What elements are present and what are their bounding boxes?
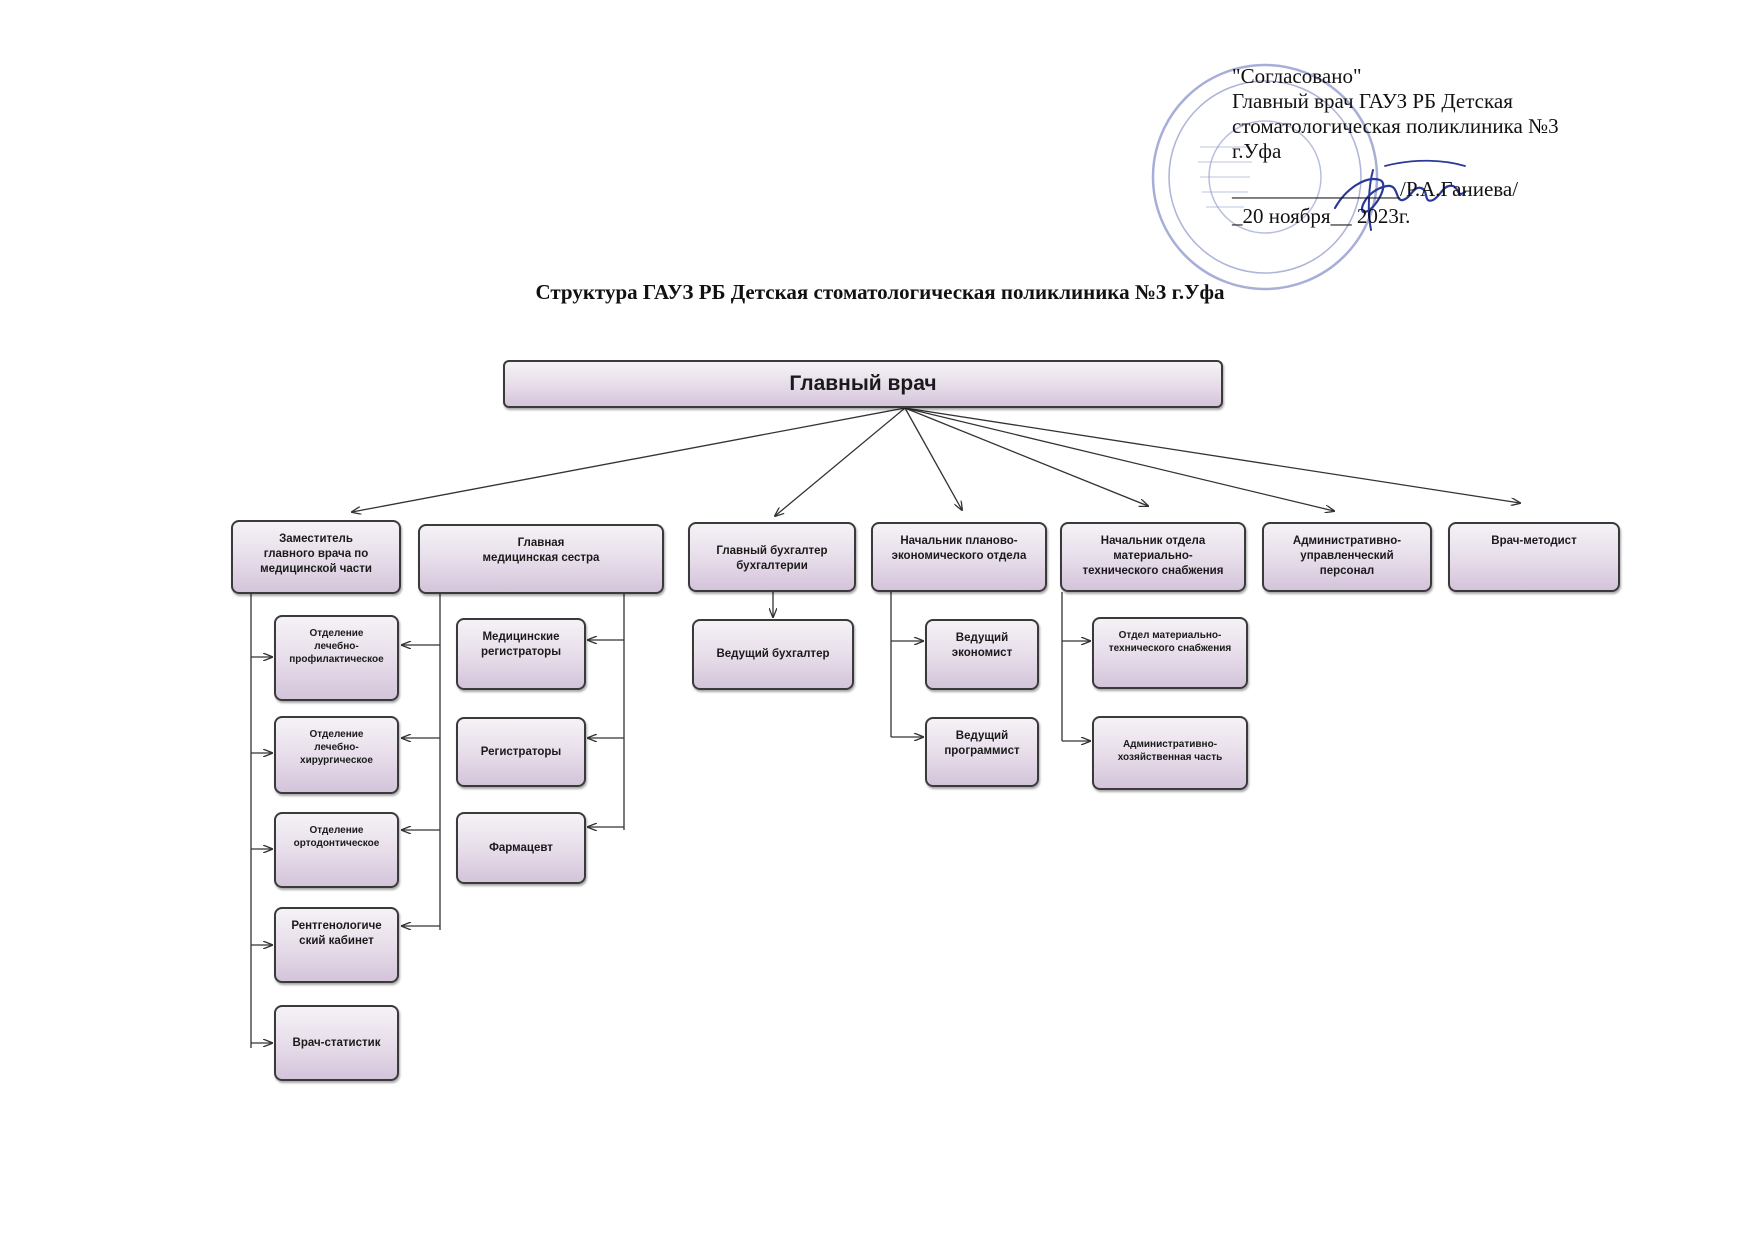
org-node-supply-head: Начальник отдела материально- техническо… bbox=[1060, 522, 1246, 592]
root-arrow bbox=[775, 407, 906, 516]
root-arrow bbox=[904, 407, 962, 510]
org-node-admin-staff: Административно- управленческий персонал bbox=[1262, 522, 1432, 592]
org-node-label: Ведущий экономист bbox=[951, 632, 1013, 659]
approval-line-2: стоматологическая поликлиника №3 bbox=[1232, 114, 1559, 138]
org-node-surgical-dept: Отделение лечебно- хирургическое bbox=[274, 716, 399, 794]
root-arrow bbox=[904, 407, 1334, 511]
org-node-label: Начальник отдела материально- техническо… bbox=[1082, 535, 1224, 577]
org-node-head-nurse: Главная медицинская сестра bbox=[418, 524, 664, 594]
org-node-label: Административно- хозяйственная часть bbox=[1117, 739, 1223, 763]
approval-signature-line: ________________/Р.А.Ганиева/ bbox=[1232, 177, 1519, 201]
org-node-label: Ведущий бухгалтер bbox=[716, 648, 830, 660]
org-node-prophylactic-dept: Отделение лечебно- профилактическое bbox=[274, 615, 399, 701]
org-node-deputy-chief: Заместитель главного врача по медицинско… bbox=[231, 520, 401, 594]
org-node-label: Рентгенологиче ский кабинет bbox=[291, 920, 382, 947]
org-node-xray-room: Рентгенологиче ский кабинет bbox=[274, 907, 399, 983]
org-node-label: Ведущий программист bbox=[944, 730, 1020, 757]
org-node-planning-head: Начальник планово- экономического отдела bbox=[871, 522, 1047, 592]
document-title: Структура ГАУЗ РБ Детская стоматологичес… bbox=[535, 280, 1225, 304]
approval-date-line: _20 ноября__ 2023г. bbox=[1232, 204, 1411, 228]
org-node-label: Главная медицинская сестра bbox=[482, 537, 600, 564]
org-node-label: Фармацевт bbox=[489, 841, 553, 854]
official-stamp bbox=[1151, 63, 1379, 291]
root-arrow bbox=[352, 407, 906, 512]
org-node-root-label: Главный врач bbox=[789, 372, 937, 395]
org-node-admin-household: Административно- хозяйственная часть bbox=[1092, 716, 1248, 790]
org-node-label: Отделение лечебно- хирургическое bbox=[300, 729, 373, 766]
org-node-label: Отделение лечебно- профилактическое bbox=[289, 628, 384, 665]
approval-line-1: Главный врач ГАУЗ РБ Детская bbox=[1232, 89, 1513, 113]
approval-line-3: г.Уфа bbox=[1232, 139, 1282, 163]
org-node-label: Отдел материально- технического снабжени… bbox=[1108, 630, 1232, 654]
root-arrow bbox=[904, 407, 1520, 503]
org-node-label: Начальник планово- экономического отдела bbox=[891, 535, 1027, 562]
org-node-methodist: Врач-методист bbox=[1448, 522, 1620, 592]
org-node-chief-accountant: Главный бухгалтер бухгалтерии bbox=[688, 522, 856, 592]
org-node-pharmacist: Фармацевт bbox=[456, 812, 586, 884]
org-node-label: Медицинские регистраторы bbox=[480, 631, 562, 658]
org-node-label: Главный бухгалтер бухгалтерии bbox=[716, 545, 828, 572]
org-node-lead-economist: Ведущий экономист bbox=[925, 619, 1039, 690]
org-node-orthodontic-dept: Отделение ортодонтическое bbox=[274, 812, 399, 888]
org-node-label: Регистраторы bbox=[480, 745, 562, 758]
org-node-lead-programmer: Ведущий программист bbox=[925, 717, 1039, 787]
org-node-label: Врач-статистик bbox=[292, 1036, 381, 1049]
approval-heading: "Согласовано" bbox=[1232, 64, 1362, 88]
org-node-label: Отделение ортодонтическое bbox=[293, 825, 380, 849]
org-node-registrars: Регистраторы bbox=[456, 717, 586, 787]
org-node-label: Заместитель главного врача по медицинско… bbox=[260, 533, 372, 575]
org-node-root: Главный врач bbox=[503, 360, 1223, 408]
approval-block: "Согласовано" Главный врач ГАУЗ РБ Детск… bbox=[1232, 64, 1652, 229]
signature-mark bbox=[1333, 159, 1467, 231]
org-node-supply-dept: Отдел материально- технического снабжени… bbox=[1092, 617, 1248, 689]
org-node-label: Административно- управленческий персонал bbox=[1292, 535, 1402, 577]
root-arrow bbox=[904, 407, 1148, 506]
org-node-label: Врач-методист bbox=[1491, 535, 1577, 547]
org-node-statistician: Врач-статистик bbox=[274, 1005, 399, 1081]
org-node-lead-accountant: Ведущий бухгалтер bbox=[692, 619, 854, 690]
org-node-medical-registrars: Медицинские регистраторы bbox=[456, 618, 586, 690]
